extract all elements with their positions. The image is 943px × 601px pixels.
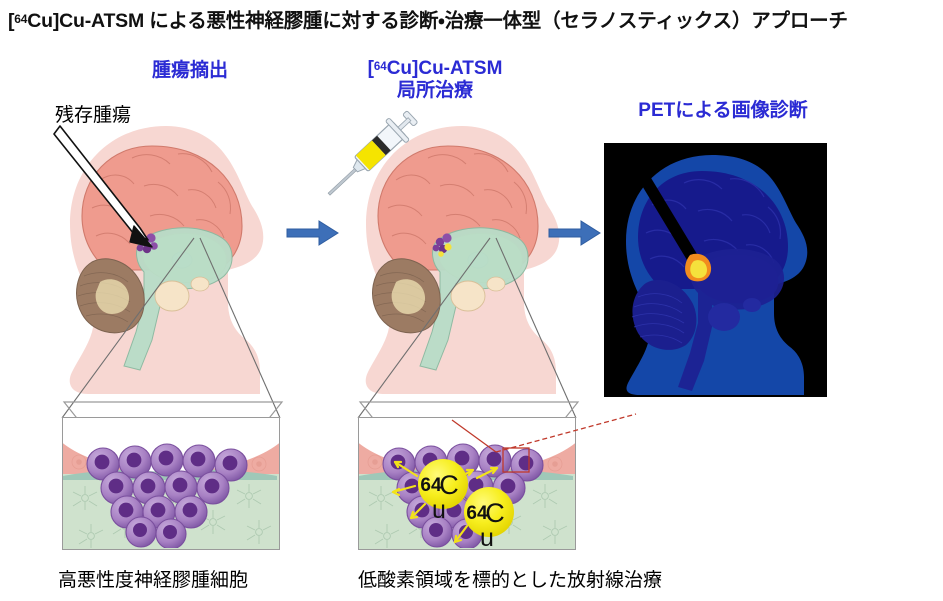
- cell-row-2: [100, 470, 230, 505]
- pet-needle-track: [632, 163, 700, 265]
- gyri-lines: [387, 153, 527, 255]
- isotope-2-element-c: C: [485, 498, 505, 528]
- label-local-treatment: [64Cu]Cu-ATSM 局所治療: [320, 58, 550, 103]
- pet-midbrain: [708, 303, 740, 331]
- cell-row-1: [86, 443, 248, 482]
- page-title: [64Cu]Cu-ATSM による悪性神経膠腫に対する診断・治療一体型（セラノス…: [8, 4, 938, 33]
- process-arrow-1: [286, 220, 339, 246]
- isotope-1-element-c: C: [439, 470, 459, 500]
- bracket-open: [: [367, 58, 374, 79]
- label-residual-tumor: 残存腫瘍: [55, 105, 132, 126]
- syringe-icon: [327, 110, 418, 196]
- label-pet-imaging: PETによる画像診断: [638, 100, 808, 121]
- caption-hypoxia-targeted-radiotherapy: 低酸素領域を標的とした放射線治療: [358, 570, 663, 591]
- cell-row-4: [125, 516, 187, 548]
- thalamus: [486, 276, 506, 292]
- tumor-cell-cluster-left: [86, 443, 248, 548]
- label-local-treatment-line2: 局所治療: [396, 80, 473, 102]
- pet-brainstem: [678, 248, 785, 391]
- inset-panel-left: [62, 417, 280, 550]
- title-prefix: [: [8, 10, 15, 32]
- label-local-treatment-line1: [64Cu]Cu-ATSM: [320, 58, 550, 80]
- isotope-sphere-2: 64 C u: [464, 487, 514, 548]
- process-arrow-2: [548, 220, 601, 246]
- compound-name: Cu]Cu-ATSM: [386, 58, 503, 79]
- pet-hotspot: [685, 253, 712, 282]
- pet-scan-image: [604, 143, 827, 397]
- thalamus: [190, 276, 210, 292]
- pet-cerebellum-folia: [631, 293, 685, 344]
- cell-row-3: [110, 495, 208, 529]
- midbrain: [450, 280, 486, 312]
- head-anatomy-left: [53, 125, 264, 394]
- title-isotope-superscript: 64: [14, 12, 28, 26]
- tumor-cell-cluster-right: 64 C u 64 C u: [382, 443, 544, 548]
- isotope-1-element-u: u: [432, 496, 446, 524]
- title-rest: Cu]Cu-ATSM による悪性神経膠腫に対する診断・治療一体型（セラノスティッ…: [27, 10, 848, 32]
- inset-panel-right: 64 C u 64 C u: [358, 417, 576, 550]
- isotope-sphere-1: 64 C u: [418, 459, 468, 524]
- midbrain: [154, 280, 190, 312]
- label-tumor-resection: 腫瘍摘出: [151, 60, 228, 81]
- pet-thalamus: [743, 298, 761, 312]
- isotope-1-superscript: 64: [420, 475, 442, 496]
- caption-high-grade-glioma-cells: 高悪性度神経膠腫細胞: [58, 570, 249, 591]
- isotope-2-element-u: u: [480, 524, 494, 548]
- isotope-superscript: 64: [373, 61, 387, 73]
- isotope-2-superscript: 64: [466, 503, 488, 524]
